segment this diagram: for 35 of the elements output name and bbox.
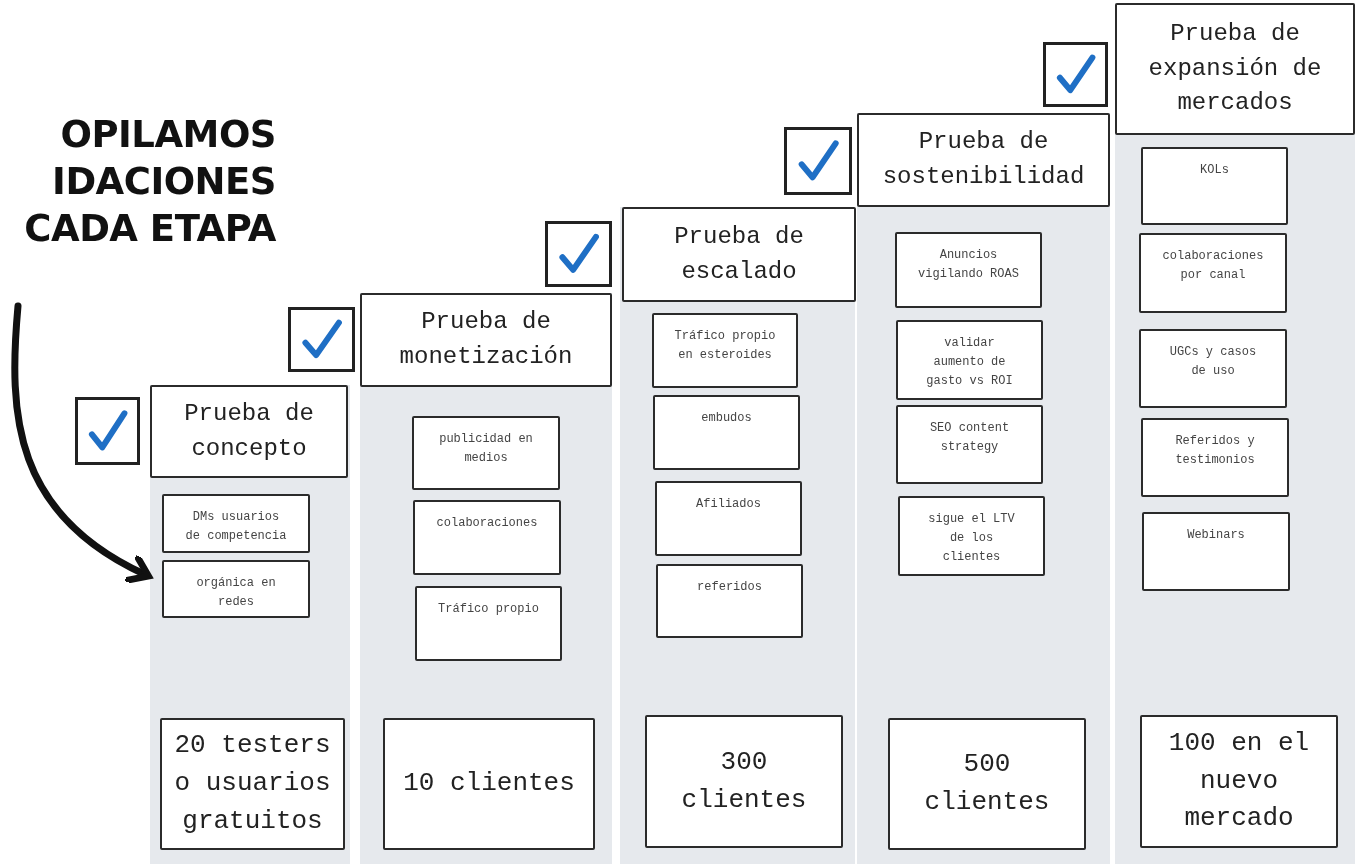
tactic-box: embudos <box>653 395 800 470</box>
tactic-box: SEO content strategy <box>896 405 1043 484</box>
curved-arrow <box>11 302 152 584</box>
tactic-box: Tráfico propio en esteroides <box>652 313 798 388</box>
tactic-box: Referidos y testimonios <box>1141 418 1289 497</box>
stage-heading-box: Prueba de expansión de mercados <box>1115 3 1355 135</box>
tactic-box: publicidad en medios <box>412 416 560 490</box>
tactic-box: Webinars <box>1142 512 1290 591</box>
goal-box: 100 en el nuevo mercado <box>1140 715 1338 848</box>
tactic-box: colaboraciones por canal <box>1139 233 1287 313</box>
stage-column <box>620 207 855 864</box>
tactic-box: KOLs <box>1141 147 1288 225</box>
tactic-box: UGCs y casos de uso <box>1139 329 1287 408</box>
stage-heading-box: Prueba de concepto <box>150 385 348 478</box>
stage-heading-box: Prueba de escalado <box>622 207 856 302</box>
goal-box: 10 clientes <box>383 718 595 850</box>
goal-box: 300 clientes <box>645 715 843 848</box>
stage-column <box>1115 3 1355 864</box>
tactic-box: referidos <box>656 564 803 638</box>
tactic-box: Tráfico propio <box>415 586 562 661</box>
tactic-box: Afiliados <box>655 481 802 556</box>
stage-column <box>360 293 612 864</box>
goal-box: 500 clientes <box>888 718 1086 850</box>
stage-column <box>150 385 350 864</box>
tactic-box: colaboraciones <box>413 500 561 575</box>
heading-text: OPILAMOS IDACIONES CADA ETAPA <box>0 112 276 302</box>
stage-heading-box: Prueba de monetización <box>360 293 612 387</box>
tactic-box: sigue el LTV de los clientes <box>898 496 1045 576</box>
tactic-box: Anuncios vigilando ROAS <box>895 232 1042 308</box>
tactic-box: validar aumento de gasto vs ROI <box>896 320 1043 400</box>
goal-box: 20 testers o usuarios gratuitos <box>160 718 345 850</box>
stage-heading-box: Prueba de sostenibilidad <box>857 113 1110 207</box>
tactic-box: DMs usuarios de competencia <box>162 494 310 553</box>
stage-column <box>857 113 1110 864</box>
tactic-box: orgánica en redes <box>162 560 310 618</box>
